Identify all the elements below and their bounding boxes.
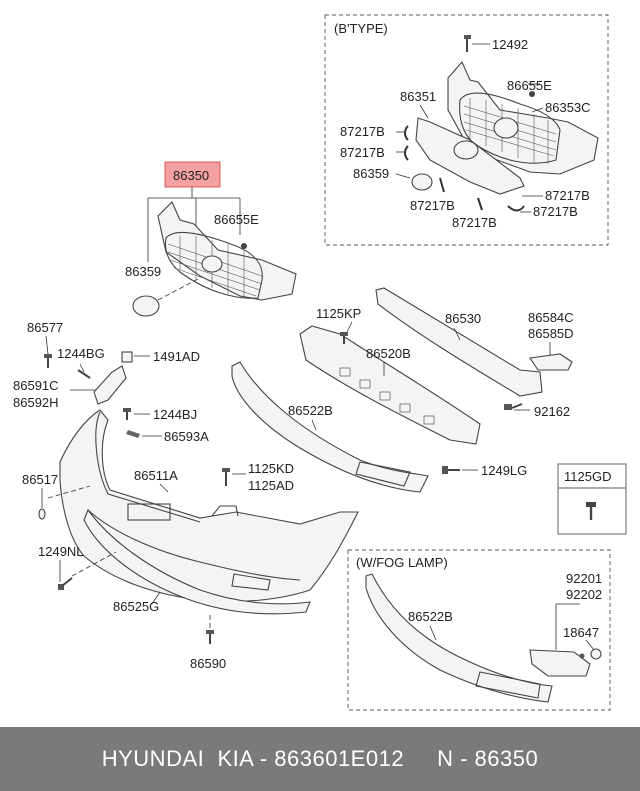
screw-1249nl-icon [58,577,73,590]
screw-86577-icon [44,354,52,368]
part-number-highlight [164,161,221,188]
label-86517: 86517 [22,472,58,487]
label-1125gd: 1125GD [564,469,611,484]
label-87217b-3: 87217B [410,198,455,213]
screw-86590-icon [206,630,214,644]
front-bumper-cover [59,409,359,603]
label-86585d: 86585D [528,326,574,341]
label-1125kp: 1125KP [316,306,361,321]
screw-1125kd-icon [222,468,230,486]
label-18647: 18647 [563,625,599,640]
label-86522b-fog: 86522B [408,609,453,624]
lower-spoiler-86525g [83,508,311,615]
label-86655e-btype: 86655E [507,78,552,93]
label-1244bg: 1244BG [57,346,105,361]
inset-1125gd-frame [557,463,627,535]
label-86359-main: 86359 [125,264,161,279]
energy-absorber-86520b [299,325,481,445]
label-12492: 12492 [492,37,528,52]
label-87217b-2: 87217B [340,145,385,160]
fog-lower-grille-86522b [365,573,553,703]
screw-1125gd-icon [586,502,596,520]
label-86522b-main: 86522B [288,403,333,418]
clip-86655e-main-icon [241,243,247,249]
bracket-86591c [93,365,127,405]
label-86591c: 86591C [13,378,59,393]
label-86525g: 86525G [113,599,159,614]
bracket-86584c [529,353,573,371]
label-86351: 86351 [400,89,436,104]
label-87217b-5: 87217B [533,204,578,219]
btype-emblem-86359-icon [411,173,433,191]
cap-86517-icon [38,508,46,520]
footer-part-info: HYUNDAI KIA - 863601E012 N - 86350 [101,746,539,771]
label-92202: 92202 [566,587,602,602]
nut-1491ad-icon [121,351,133,363]
bumper-plate-recess [127,503,171,521]
clip-86655e-btype-icon [529,91,535,97]
label-87217b-1: 87217B [340,124,385,139]
label-1249lg: 1249LG [481,463,527,478]
label-86511a: 86511A [134,468,178,483]
label-1491ad: 1491AD [153,349,200,364]
label-86655e-main: 86655E [214,212,259,227]
btype-inset-title: (B'TYPE) [334,21,388,36]
btype-grille [447,60,599,175]
label-1244bj: 1244BJ [153,407,197,422]
screw-1249lg-icon [442,466,460,474]
label-86520b: 86520B [366,346,411,361]
bumper-beam-86530 [375,287,543,397]
screw-fog-icon [579,653,585,659]
clip-86593a-icon [126,430,140,438]
emblem-86359-icon [132,295,160,317]
title-part-label: 86350 [173,168,209,183]
label-87217b-6: 87217B [452,215,497,230]
label-92201: 92201 [566,571,602,586]
parts-diagram: (B'TYPE) 12492 86655E 86351 86353C 87217… [13,14,627,711]
screw-92162-icon [504,403,523,410]
bulb-18647-icon [590,648,602,660]
fog-inset-title: (W/FOG LAMP) [356,555,448,570]
main-grille [157,201,297,301]
label-86530: 86530 [445,311,481,326]
screw-1125kp-icon [340,332,348,344]
screw-1244bj-icon [123,408,131,420]
fog-inset-frame [347,549,611,711]
label-86590: 86590 [190,656,226,671]
label-86592h: 86592H [13,395,59,410]
label-86359-btype: 86359 [353,166,389,181]
label-86593a: 86593A [164,429,209,444]
fog-lamp-unit [529,649,591,677]
label-92162: 92162 [534,404,570,419]
label-86577: 86577 [27,320,63,335]
label-87217b-4: 87217B [545,188,590,203]
label-1125kd: 1125KD [248,461,294,476]
screw-1244bg-icon [77,369,91,379]
footer-bar: HYUNDAI KIA - 863601E012 N - 86350 [0,727,640,791]
bolt-12492-icon [464,35,471,52]
label-86584c: 86584C [528,310,574,325]
lower-grille-86522b [231,361,429,493]
btype-emblem-on-bar [453,140,479,160]
btype-inset-frame [324,14,609,246]
label-1249nl: 1249NL [38,544,84,559]
label-86353c: 86353C [545,100,591,115]
label-1125ad: 1125AD [248,478,294,493]
